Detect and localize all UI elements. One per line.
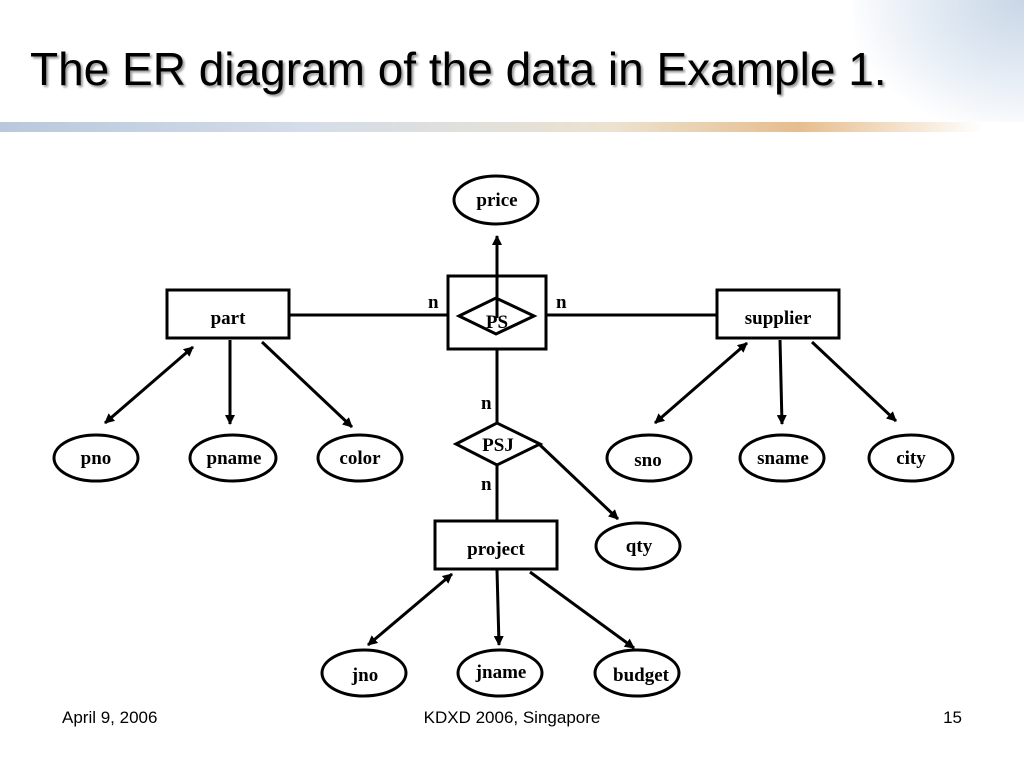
attribute-color-label: color	[339, 448, 381, 469]
footer-page-number: 15	[943, 708, 962, 727]
attribute-price	[452, 174, 540, 226]
line-part-pno	[104, 345, 194, 425]
attribute-sname-label: sname	[757, 448, 809, 469]
slide-title: The ER diagram of the data in Example 1.	[30, 43, 887, 95]
line-supplier-sname	[776, 339, 787, 425]
cardinality-psj-project: n	[481, 474, 492, 495]
attribute-jname-label: jname	[475, 662, 527, 683]
attribute-pno-label: pno	[81, 448, 112, 469]
attribute-price-label: price	[476, 190, 517, 211]
attribute-qty-label: qty	[626, 536, 653, 557]
entity-part-label: part	[211, 308, 247, 329]
attribute-budget	[593, 648, 681, 698]
attribute-jname	[456, 648, 544, 698]
relationship-psj: PSJ	[452, 421, 544, 467]
line-project-budget	[529, 570, 635, 650]
footer-date: April 9, 2006	[62, 708, 158, 727]
attribute-budget-label: budget	[613, 665, 670, 686]
entity-project-label: project	[467, 539, 525, 560]
attribute-sno	[605, 433, 693, 483]
attribute-color	[316, 433, 404, 483]
attribute-qty	[594, 521, 682, 571]
cardinality-ps-supplier: n	[556, 292, 567, 313]
attribute-jno-label: jno	[351, 665, 378, 686]
attribute-city	[867, 433, 955, 483]
relationship-ps-label: PS	[486, 312, 508, 333]
line-project-jname	[493, 569, 504, 646]
cardinality-ps-part: n	[428, 292, 439, 313]
corner-decoration	[854, 0, 1024, 130]
relationship-ps: PS	[446, 274, 548, 351]
title-underline-bar	[0, 122, 1024, 132]
line-project-jno	[367, 572, 453, 647]
line-supplier-city	[810, 340, 898, 423]
attribute-pname	[188, 433, 278, 483]
attribute-city-label: city	[896, 448, 926, 469]
entity-supplier: supplier	[715, 288, 841, 340]
attribute-sname	[738, 433, 826, 483]
entity-part: part	[165, 288, 291, 340]
cardinality-psj-ps: n	[481, 393, 492, 414]
attribute-sno-label: sno	[634, 450, 661, 471]
line-psj-qty	[538, 443, 620, 521]
attribute-pno	[52, 433, 140, 483]
line-part-color	[260, 340, 354, 429]
footer-venue: KDXD 2006, Singapore	[423, 708, 601, 727]
entity-project: project	[433, 519, 559, 571]
attribute-jno	[320, 648, 408, 698]
entity-supplier-label: supplier	[745, 308, 812, 329]
relationship-psj-label: PSJ	[482, 435, 514, 456]
line-supplier-sno	[654, 341, 748, 425]
attribute-pname-label: pname	[207, 448, 262, 469]
